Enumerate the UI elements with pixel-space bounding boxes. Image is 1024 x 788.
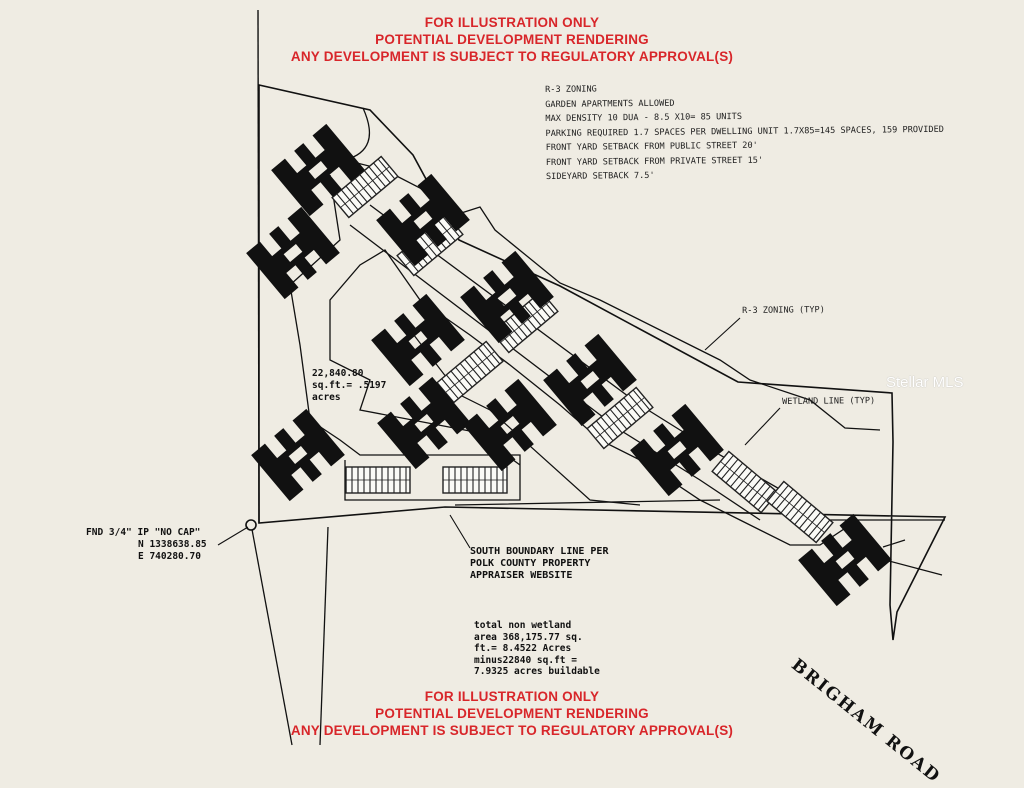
adjacent-parcel-line xyxy=(319,526,329,746)
disclaimer-top: FOR ILLUSTRATION ONLY POTENTIAL DEVELOPM… xyxy=(0,14,1024,65)
brigham-road-edge xyxy=(820,519,945,576)
parking-row xyxy=(345,466,411,494)
apartment-building xyxy=(251,408,345,502)
parking-row xyxy=(436,340,504,404)
total-line: 7.9325 acres buildable xyxy=(474,666,600,677)
zoning-typ-label: R-3 ZONING (TYP) xyxy=(742,303,825,318)
west-lower-line xyxy=(250,523,293,746)
zoning-notes: R-3 ZONING GARDEN APARTMENTS ALLOWED MAX… xyxy=(545,79,944,185)
zoning-typ-text: R-3 ZONING (TYP) xyxy=(742,305,825,316)
disclaimer-line: FOR ILLUSTRATION ONLY xyxy=(424,689,600,704)
parking-row xyxy=(442,466,508,494)
south-line: APPRAISER WEBSITE xyxy=(470,570,573,581)
buildable-area-note: total non wetland area 368,175.77 sq. ft… xyxy=(474,620,600,678)
apartment-building xyxy=(630,403,724,497)
area-unit: acres xyxy=(312,392,341,403)
apartment-building xyxy=(460,250,554,344)
area-acres: sq.ft.= .5197 xyxy=(312,380,387,391)
site-plan-drawing xyxy=(217,9,947,746)
south-boundary-note: SOUTH BOUNDARY LINE PER POLK COUNTY PROP… xyxy=(470,546,608,582)
disclaimer-line: POTENTIAL DEVELOPMENT RENDERING xyxy=(375,706,649,721)
disclaimer-line: FOR ILLUSTRATION ONLY xyxy=(424,15,600,30)
wetland-line-label: WETLAND LINE (TYP) xyxy=(782,394,875,409)
total-line: area 368,175.77 sq. xyxy=(474,631,583,643)
disclaimer-line: POTENTIAL DEVELOPMENT RENDERING xyxy=(375,32,649,47)
wetland-leader xyxy=(744,407,781,446)
wetland-line-north xyxy=(342,107,881,431)
apartment-building xyxy=(376,173,470,267)
south-line: SOUTH BOUNDARY LINE PER xyxy=(470,546,609,557)
zoning-leader xyxy=(704,317,741,351)
disclaimer-line: ANY DEVELOPMENT IS SUBJECT TO REGULATORY… xyxy=(290,49,734,64)
total-line: minus22840 sq.ft = xyxy=(474,654,577,666)
fnd-line: FND 3/4" IP "NO CAP" xyxy=(86,527,201,538)
survey-point-note: FND 3/4" IP "NO CAP" N 1338638.85 E 7402… xyxy=(86,527,207,563)
south-line: POLK COUNTY PROPERTY xyxy=(470,558,591,569)
fnd-leader xyxy=(217,526,249,546)
total-line: total non wetland xyxy=(474,620,572,631)
wetland-area-note: 22,840.80 sq.ft.= .5197 acres xyxy=(312,368,386,404)
survey-monument xyxy=(245,519,257,531)
south-leader xyxy=(449,514,471,549)
fnd-easting: E 740280.70 xyxy=(138,551,201,562)
area-value: 22,840.80 xyxy=(312,368,364,379)
disclaimer-line: ANY DEVELOPMENT IS SUBJECT TO REGULATORY… xyxy=(290,723,734,738)
wetland-line-text: WETLAND LINE (TYP) xyxy=(782,396,876,407)
mls-watermark: Stellar MLS xyxy=(886,374,964,391)
parking-row xyxy=(766,480,834,544)
apartment-building xyxy=(246,206,340,300)
fnd-northing: N 1338638.85 xyxy=(138,539,207,550)
total-line: ft.= 8.4522 Acres xyxy=(474,643,572,654)
disclaimer-bottom: FOR ILLUSTRATION ONLY POTENTIAL DEVELOPM… xyxy=(0,688,1024,739)
